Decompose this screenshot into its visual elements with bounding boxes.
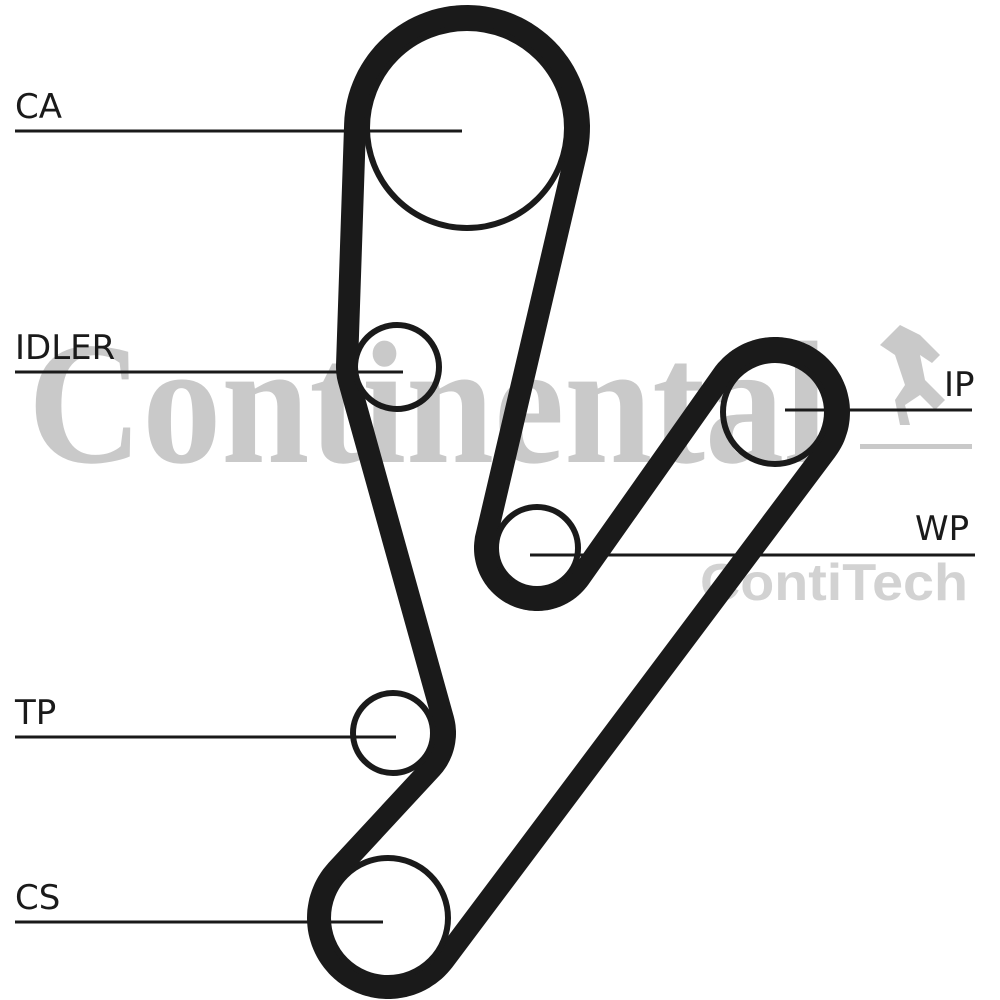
pulley-idler: [352, 322, 442, 412]
pulley-ip: [720, 357, 830, 467]
pulley-ca: [364, 25, 570, 231]
horse-logo-icon: [860, 325, 972, 449]
label-ca: CA: [15, 87, 62, 127]
pulley-wp: [493, 504, 581, 592]
label-tp: TP: [14, 693, 56, 733]
label-cs: CS: [15, 878, 60, 918]
pulley-tp: [350, 690, 436, 776]
timing-belt: [307, 5, 850, 999]
label-wp: WP: [915, 509, 969, 549]
label-idler: IDLER: [15, 328, 115, 368]
label-ip: IP: [944, 365, 975, 405]
pulley-cs: [325, 855, 451, 981]
